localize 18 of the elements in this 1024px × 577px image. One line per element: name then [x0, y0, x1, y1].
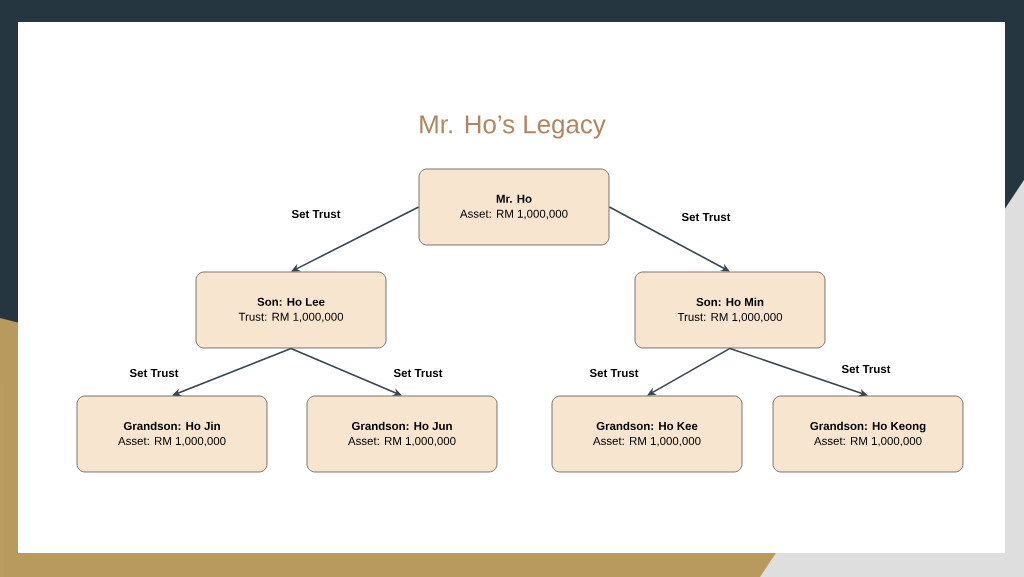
person-box: Son: Ho Min Trust: RM 1,000,000	[634, 271, 826, 349]
person-box: Grandson: Ho Kee Asset: RM 1,000,000	[551, 395, 743, 473]
title: Mr. Ho’s Legacy	[420, 115, 606, 139]
person-box: Grandson: Ho Jun Asset: RM 1,000,000	[306, 395, 498, 473]
person-box: Son: Ho Lee Trust: RM 1,000,000	[195, 271, 387, 349]
person-box: Grandson: Ho Keong Asset: RM 1,000,000	[772, 395, 964, 473]
arrow	[291, 206, 420, 272]
arrow	[290, 347, 402, 396]
edge-label: Set Trust	[392, 367, 444, 379]
arrow	[647, 347, 731, 396]
edge-label: Set Trust	[588, 367, 640, 379]
edge-label: Set Trust	[290, 208, 342, 220]
arrow	[608, 206, 730, 272]
edge-label: Set Trust	[840, 363, 892, 375]
person-box: Grandson: Ho Jin Asset: RM 1,000,000	[76, 395, 268, 473]
edge-label: Set Trust	[128, 367, 180, 379]
edge-label: Set Trust	[680, 211, 732, 223]
person-box: Mr. Ho Asset: RM 1,000,000	[418, 168, 610, 246]
